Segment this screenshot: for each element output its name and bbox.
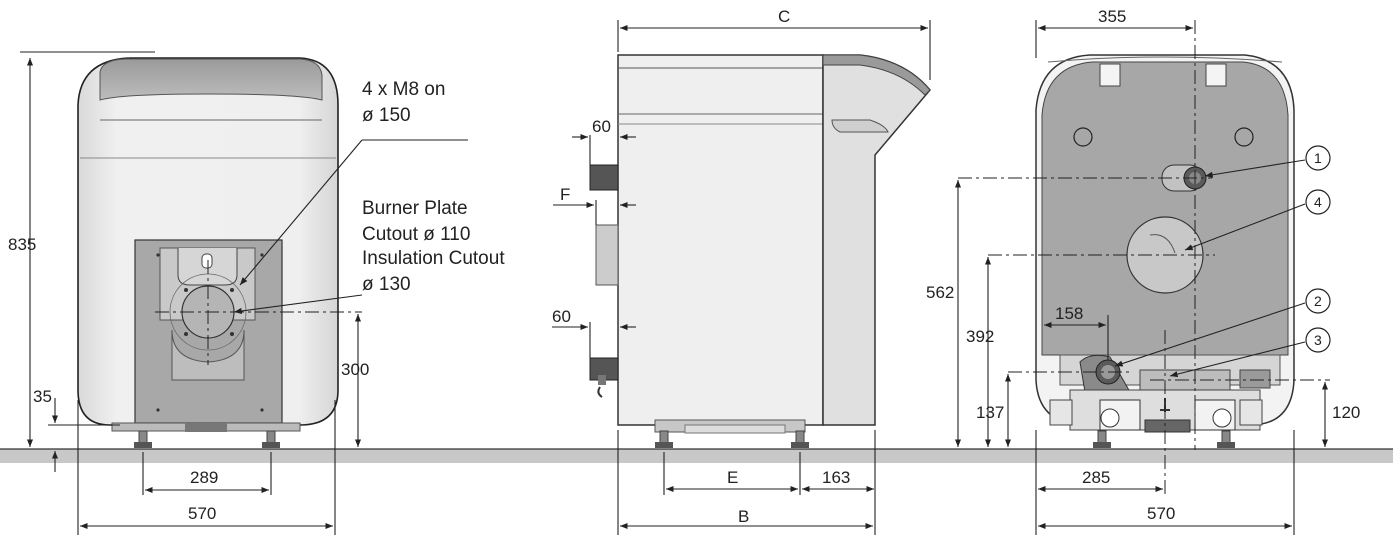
- side-pipe-flow: [589, 164, 619, 191]
- dim-side-offset-top: 60: [592, 117, 611, 136]
- dim-rear-return-height: 137: [976, 403, 1004, 422]
- side-foot-right: [795, 430, 805, 444]
- side-front-casing: [822, 54, 931, 426]
- front-foot-left: [138, 430, 148, 444]
- side-flue-box: [595, 224, 619, 286]
- burner-label-line1: Burner Plate: [362, 198, 468, 219]
- rear-foot-left: [1097, 430, 1107, 444]
- burner-label-line3: Insulation Cutout: [362, 248, 505, 269]
- dim-side-offset-lower: 60: [552, 307, 571, 326]
- dim-rear-left-offset: 158: [1055, 304, 1083, 323]
- dim-front-burner-height: 300: [341, 360, 369, 379]
- dim-rear-flow-height: 562: [926, 283, 954, 302]
- front-view: 835 35 300 289 570 4 x M8 on ø 150 Burne…: [8, 51, 505, 535]
- dim-front-height: 835: [8, 235, 36, 254]
- callout-1: 1: [1204, 145, 1331, 178]
- dim-rear-width: 570: [1147, 504, 1175, 523]
- side-view: C 60 F 60 E 163 B: [552, 7, 931, 535]
- dim-side-offset-flue: F: [560, 185, 570, 204]
- svg-text:2: 2: [1314, 293, 1322, 309]
- callout-2: 2: [1114, 288, 1331, 367]
- rear-foot-right: [1221, 430, 1231, 444]
- callout-4: 4: [1184, 189, 1331, 251]
- side-body: [617, 54, 824, 426]
- burner-label-line4: ø 130: [362, 274, 411, 295]
- callout-3: 3: [1169, 327, 1331, 378]
- dim-front-width: 570: [188, 504, 216, 523]
- dim-rear-drain-height: 120: [1332, 403, 1360, 422]
- dim-side-depth-bottom: B: [738, 507, 749, 526]
- rear-back-panel: [1041, 61, 1289, 356]
- dim-side-front-offset: 163: [822, 468, 850, 487]
- svg-text:3: 3: [1314, 332, 1322, 348]
- bolt-label-line1: 4 x M8 on: [362, 79, 445, 100]
- dim-side-depth-top: C: [778, 7, 790, 26]
- dim-rear-flue-height: 392: [966, 327, 994, 346]
- svg-text:4: 4: [1314, 194, 1322, 210]
- bolt-label-line2: ø 150: [362, 105, 411, 126]
- dim-rear-top-offset: 355: [1098, 7, 1126, 26]
- dim-front-feet-height: 35: [33, 387, 52, 406]
- svg-text:1: 1: [1314, 150, 1322, 166]
- burner-label-line2: Cutout ø 110: [362, 224, 470, 245]
- front-top-cover: [99, 58, 323, 101]
- dim-side-feet-spacing: E: [727, 468, 738, 487]
- dim-front-feet-spacing: 289: [190, 468, 218, 487]
- floor: [0, 449, 1393, 463]
- rear-view: 355 562 392 158 137 120 285 570 1: [926, 7, 1360, 535]
- side-foot-left: [659, 430, 669, 444]
- front-foot-right: [266, 430, 276, 444]
- dim-rear-bottom-offset: 285: [1082, 468, 1110, 487]
